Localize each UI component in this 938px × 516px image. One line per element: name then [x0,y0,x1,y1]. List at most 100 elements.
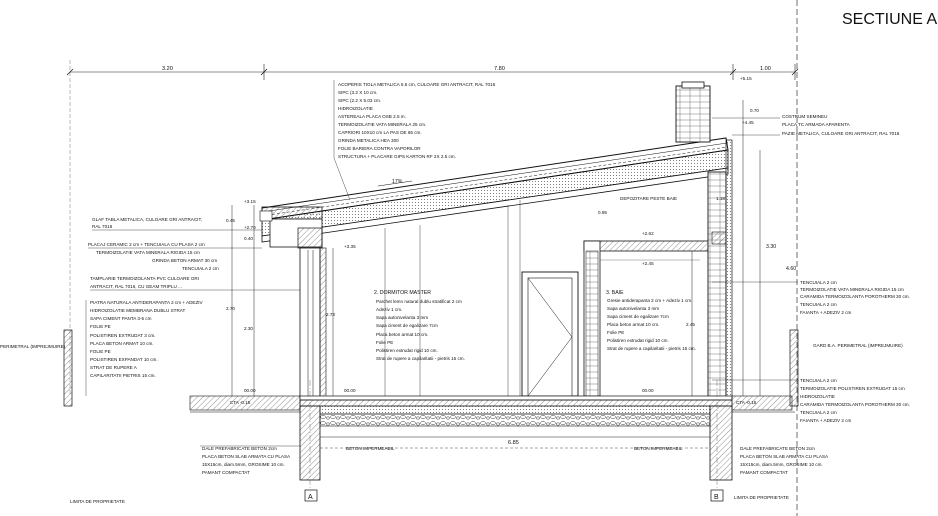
dim-v-2: 0.40 [244,236,253,241]
level-markers: +5.15 +4.45 +3.15 +2.70 +3.35 +2.62 +2.4… [230,76,757,405]
bath-layer-4: Placa beton armat 10 cm. [607,322,659,327]
bath-layer-5: Folie PE [607,330,624,335]
bottom-dimension: 6.85 A B [304,380,724,502]
right-wall-5: FAIANTA + ADEZIV 2 cm [800,310,852,315]
dim-v-6: 2.45 [686,322,695,327]
left-eave [259,206,323,249]
bedroom-label: 2. DORMITOR MASTER Parchet lemn natural … [374,290,465,361]
right-wall-4: TENCUIALA 2 cm [800,302,837,307]
roof-layer-4: HIDROIZOLATIE [338,106,373,111]
right-wall-3: CARAMIDA TERMOIZOLANTA POROTHERM 30 cm. [800,294,910,299]
property-right: LIMITA DE PROPRIETATE [734,495,789,500]
level-cta-left: CTA -0.15 [230,400,251,405]
roof-layer-3: SIPC (2.2 X 5.03 cm. [338,98,381,103]
dim-v-1: 0.45 [226,218,235,223]
bath-layer-7: Strat de rupere a capilaritatii - pietri… [607,346,696,351]
left-found-3: 15X15cm, diam.5mm, GROSIME 10 cm. [202,462,285,467]
roof-layer-7: CAPRIORI 10X10 cm LA PAS DE 65 cm. [338,130,422,135]
left-found-2: PLACA BETON SLAB ARMATA CU PLASA [202,454,291,459]
bath-layer-1: Gresie antiderapanta 2 cm + Adeziv 1 cm. [607,298,692,303]
level-floor-left: 00.00 [244,388,256,393]
section-title: SECTIUNE A [842,11,937,28]
right-wall-1: TENCUIALA 2 cm [800,280,837,285]
roof-layer-callouts: ACOPERIS TIGLA METALICA 5.5 cm, CULOARE … [333,80,496,201]
level-left-eave: +3.15 [244,199,256,204]
roof-layer-8: GRINDA METALICA HEA 300 [338,138,399,143]
dim-v-4: 0.95 [598,210,607,215]
right-base-2: TERMOIZOLATIE POLISTIREN EXTRUDAT 15 cm [800,386,905,391]
roof-slope: 17% [392,179,403,185]
impermeable-right: BETON IMPERMEABIL [634,446,683,451]
level-ridge-right: +4.45 [742,120,754,125]
left-floor-layer-2: HIDROIZOLATIE MEMBRANA DUBLU STRAT [90,308,185,313]
bath-layer-2: Sapa autonivelanta 3 mm [607,306,659,311]
dim-right-height: 3.30 [766,244,776,250]
vertical-dimensions: 0.45 0.40 0.70 0.95 1.18 2.45 2.70 2.30 … [226,100,796,396]
dim-v-9: 2.73 [326,312,335,317]
bedroom-name: 2. DORMITOR MASTER [374,290,431,296]
dim-top-1: 3.20 [162,66,173,72]
bath-layer-6: Polistiren extrudat rigid 10 cm. [607,338,669,343]
left-wall [299,247,327,399]
roof-layer-1: ACOPERIS TIGLA METALICA 5.5 cm, CULOARE … [338,82,496,87]
bottom-callouts: DALE PREFABRICATE BETON 2cm PLACA BETON … [70,445,829,504]
left-callouts: GLAF TABLA METALICA, CULOARE GRI ANTRACI… [0,217,300,396]
fence-right [789,329,799,407]
roof-layer-2: SIPC (3.2 X 10 cm. [338,90,377,95]
bath-layer-3: Sapa ciment de egalizare 7cm [607,314,669,319]
right-top-1: COSTRUM SEMINEU [782,114,827,119]
roof-layer-5: ASTEREALA PLACA OSB 2.5 m. [338,114,406,119]
bedroom-layer-1: Parchet lemn natural dublu stratificat 2… [376,299,462,304]
bath-label: 3. BAIE Gresie antiderapanta 2 cm + Adez… [606,290,696,351]
left-floor-layer-9: STRAT DE RUPERE A [90,365,138,370]
grid-axis-b: B [714,494,719,501]
grid-axis-a: A [308,494,313,501]
right-fence: GARD B.A. PERIMETRAL (IMPREJMUIRE) [813,343,903,348]
dim-v-5: 1.18 [716,196,725,201]
bedroom-layer-7: Polistiren extrudat rigid 10 cm. [376,348,438,353]
right-found-2: PLACA BETON SLAB ARMATA CU PLASA [740,454,829,459]
right-found-1: DALE PREFABRICATE BETON 2cm [740,446,815,451]
bedroom-layer-5: Placa beton armat 10 cm. [376,332,428,337]
right-found-4: PAMANT COMPACTAT [740,470,788,475]
bedroom-layer-4: Sapa ciment de egalizare 7cm [376,323,438,328]
right-base-5: TENCUIALA 2 cm [800,410,837,415]
bath-name: 3. BAIE [606,290,624,296]
left-floor-layer-4: FOLIE PE [90,324,111,329]
left-ceramic: PLACAJ CERAMIC 2 cm + TENCUIALA CU PLASA… [88,242,205,247]
left-plaster: TENCUIALA 2 cm [182,266,219,271]
property-left: LIMITA DE PROPRIETATE [70,499,125,504]
left-beam: GRINDA BETON ARMAT 30 cm [152,258,217,263]
right-top-3: PAZIE METALICA, CULOARE GRI ANTRACIT, RA… [782,131,900,136]
left-found-4: PAMANT COMPACTAT [202,470,250,475]
left-window-1: TAMPLARIE TERMOIZOLANTA PVC CULOARE GRI [90,276,199,281]
left-perimeter: PERIMETRAL (IMPREJMUIRE) [0,344,66,349]
right-wall [707,139,733,399]
bedroom-layer-3: Sapa autonivelanta 3 mm [376,315,428,320]
dim-v-7: 2.70 [226,306,235,311]
left-floor-layer-1: PIATRA NATURALA ANTIDERAPANTA 2 cm + ADE… [90,300,204,305]
level-floor-mid: 00.00 [344,388,356,393]
grid-axis-a-marker [304,489,318,502]
left-floor-layer-6: PLACA BETON ARMAT 10 cm. [90,341,154,346]
chimney [675,81,711,143]
level-top-ridge: +5.15 [740,76,752,81]
roof-layer-9: FOLIE BARIERA CONTRA VAPORILOR [338,146,421,151]
level-cta-right: CTA -0.15 [736,400,757,405]
left-floor-layer-5: POLISTIREN EXTRUDAT 3 cm. [90,333,155,338]
left-floor-layer-8: POLISTIREN EXPANDAT 10 cm. [90,357,158,362]
left-floor-layer-3: SAPA CIMENT PANTA 3-5 cm [90,316,152,321]
grid-axis-b-marker [710,489,724,502]
bedroom-layer-2: Adeziv 1 cm. [376,307,402,312]
right-base-6: FAIANTA + ADEZIV 2 cm [800,418,852,423]
roof-layer-10: STRUCTURA + PLACARE GIPS KARTON RF 2X 2.… [338,154,456,159]
right-base-1: TENCUIALA 2 cm [800,378,837,383]
level-floor-right: 00.00 [642,388,654,393]
floor-and-foundation [189,395,795,481]
level-left-window: +3.35 [344,244,356,249]
left-found-1: DALE PREFABRICATE BETON 2cm [202,446,277,451]
right-base-3: HIDROIZOLATIE [800,394,835,399]
dim-right-total: 4.60 [786,266,796,272]
right-wall-2: TERMOIZOLATIE VATA MINERALA RIGIDA 15 cm [800,287,904,292]
